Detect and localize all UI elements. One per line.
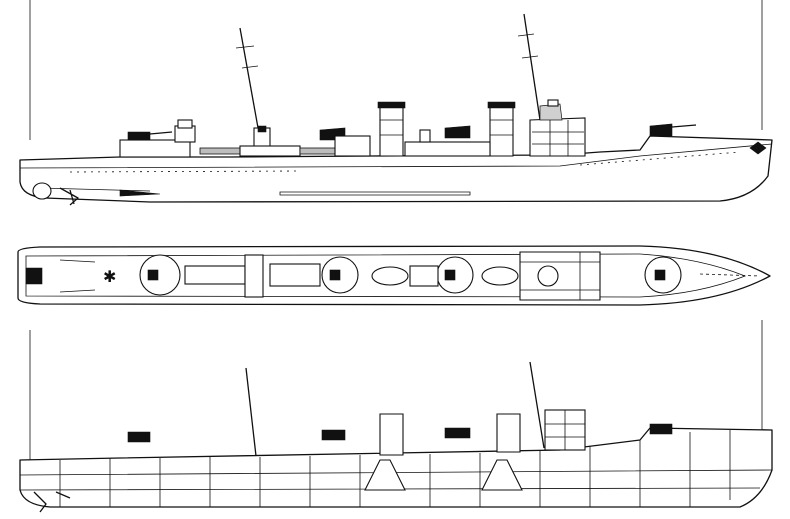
inboard-profile-view: [19, 361, 773, 513]
plan-funnel-aft: [371, 266, 409, 286]
plan-view: ✱: [17, 245, 771, 306]
plan-hull-outline: [17, 245, 771, 306]
fore-mast: [523, 13, 541, 121]
propeller-shaft: [119, 189, 161, 197]
plan-bridge: [519, 251, 601, 301]
rudder-shape: [32, 182, 52, 200]
profile-hull: [19, 135, 773, 203]
aft-funnel: [379, 105, 404, 157]
inboard-funnel-aft: [379, 413, 404, 456]
inboard-hull: [19, 427, 773, 508]
frame-marks: [29, 0, 763, 460]
inboard-funnel-fore: [496, 413, 521, 453]
inboard-fore-mast: [529, 361, 545, 449]
svg-text:✱: ✱: [103, 267, 116, 286]
plan-gun-mounts: [139, 254, 682, 296]
inboard-aft-mast: [245, 367, 257, 457]
profile-view: [19, 13, 773, 206]
forward-gun-mount: [649, 123, 673, 137]
plan-funnel-fore: [481, 266, 519, 286]
bridge-structure: [529, 117, 586, 157]
fore-funnel: [489, 105, 514, 157]
aft-gun-mount: [127, 131, 151, 141]
profile-portholes: [69, 151, 741, 173]
